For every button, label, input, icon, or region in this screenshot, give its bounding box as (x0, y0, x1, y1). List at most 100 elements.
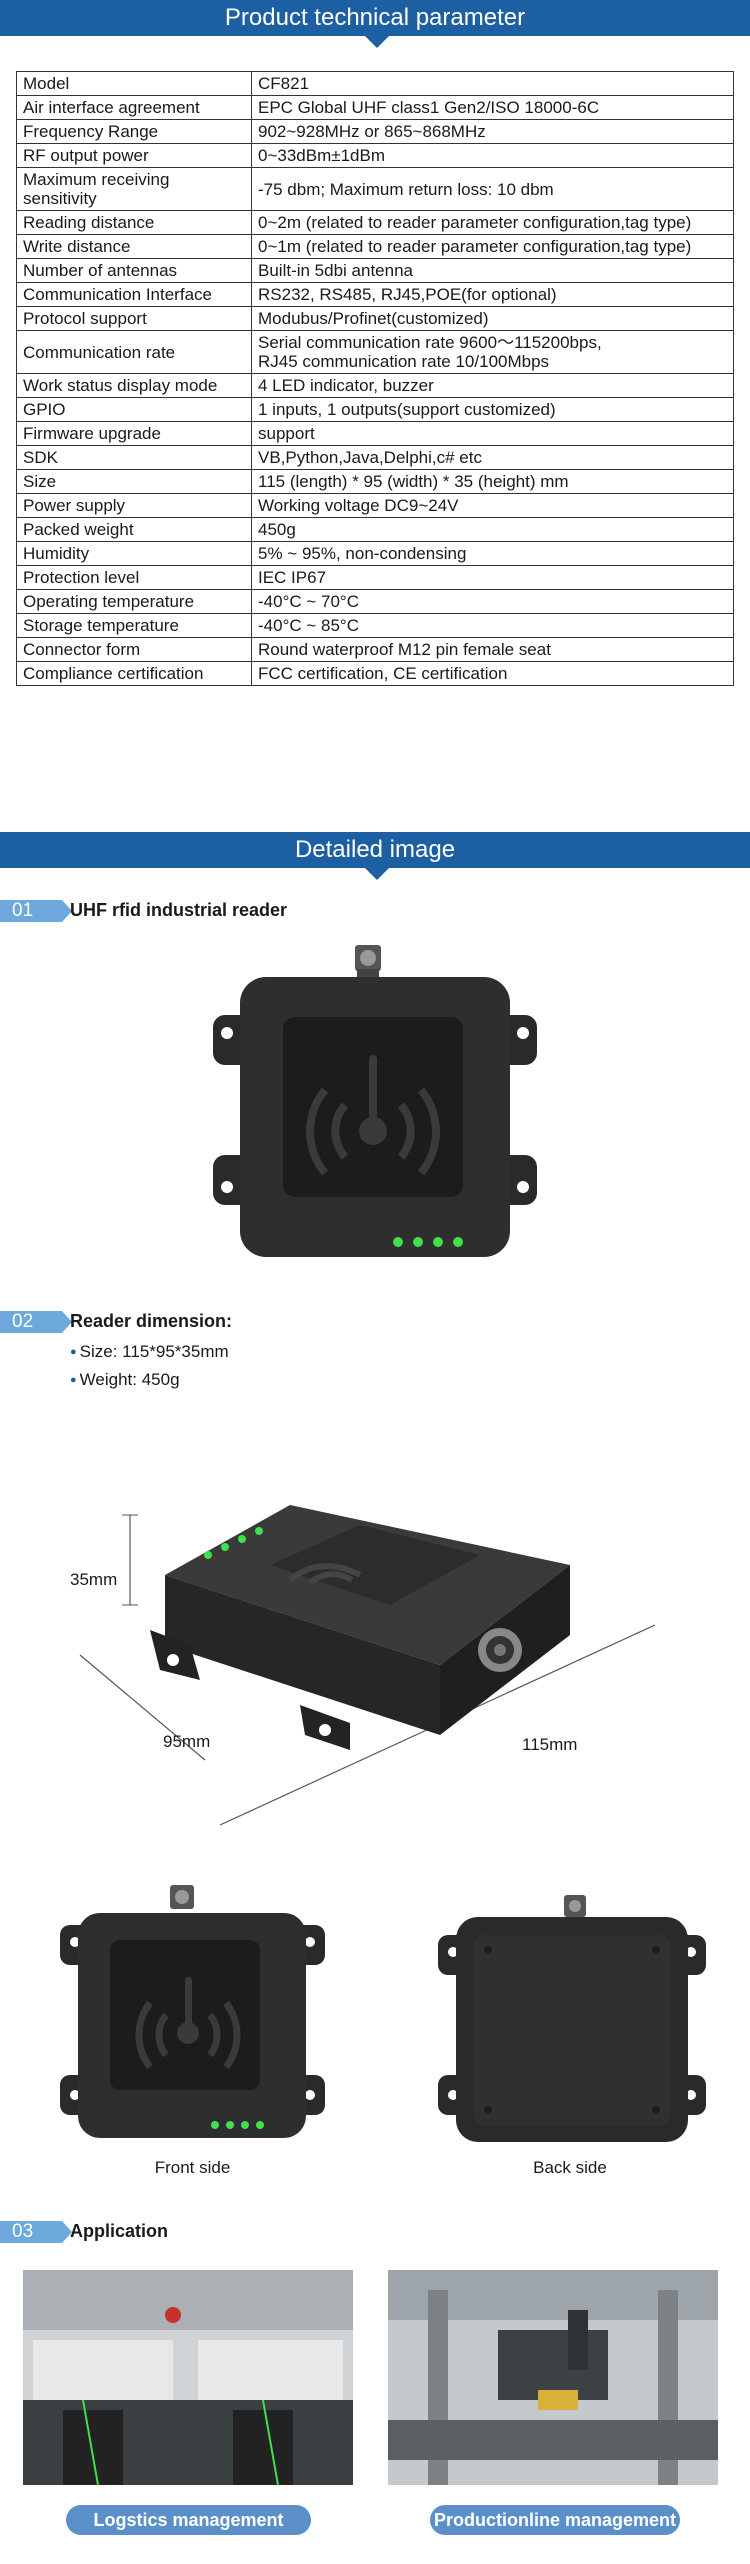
dimension-width: 95mm (163, 1732, 211, 1751)
spec-key: Maximum receiving sensitivity (16, 167, 252, 211)
app-label-productionline-text: Productionline management (433, 2510, 677, 2530)
spec-key: Power supply (16, 493, 252, 518)
spec-key: Protection level (16, 565, 252, 590)
spec-value: 0~33dBm±1dBm (251, 143, 734, 168)
spec-value: 5% ~ 95%, non-condensing (251, 541, 734, 566)
spec-value: Working voltage DC9~24V (251, 493, 734, 518)
spec-value: Built-in 5dbi antenna (251, 258, 734, 283)
spec-value: Modubus/Profinet(customized) (251, 306, 734, 331)
spec-value: RS232, RS485, RJ45,POE(for optional) (251, 282, 734, 307)
spec-key: Write distance (16, 234, 252, 259)
productionline-photo (388, 2270, 718, 2485)
spec-value: 450g (251, 517, 734, 542)
reader-hero-image (213, 945, 537, 1257)
spec-key: Reading distance (16, 210, 252, 235)
spec-banner-title: Product technical parameter (224, 4, 526, 31)
section-number-01: 01 (0, 900, 72, 922)
spec-value: IEC IP67 (251, 565, 734, 590)
spec-key: Connector form (16, 637, 252, 662)
spec-key: Communication rate (16, 330, 252, 374)
spec-key: SDK (16, 445, 252, 470)
spec-key: Storage temperature (16, 613, 252, 638)
spec-key: Work status display mode (16, 373, 252, 398)
spec-key: Packed weight (16, 517, 252, 542)
spec-key: Number of antennas (16, 258, 252, 283)
spec-key: Operating temperature (16, 589, 252, 614)
section-title-dimension: Reader dimension: (70, 1311, 233, 1331)
reader-dimension-image (79, 1505, 656, 1826)
reader-back-image (438, 1895, 706, 2142)
spec-key: RF output power (16, 143, 252, 168)
spec-value: CF821 (251, 71, 734, 96)
spec-value: Serial communication rate 9600～115200bps… (251, 330, 734, 374)
spec-key: Frequency Range (16, 119, 252, 144)
bullet-weight: Weight: 450g (70, 1370, 180, 1390)
spec-value: FCC certification, CE certification (251, 661, 734, 686)
spec-value: -40°C ~ 85°C (251, 613, 734, 638)
spec-value: 0~1m (related to reader parameter config… (251, 234, 734, 259)
dimension-length: 115mm (522, 1735, 578, 1754)
detail-banner: Detailed image (0, 832, 750, 880)
spec-value: 115 (length) * 95 (width) * 35 (height) … (251, 469, 734, 494)
spec-value: 0~2m (related to reader parameter config… (251, 210, 734, 235)
dimension-height: 35mm (70, 1570, 118, 1589)
spec-key: Compliance certification (16, 661, 252, 686)
spec-key: Communication Interface (16, 282, 252, 307)
spec-value: support (251, 421, 734, 446)
spec-value: VB,Python,Java,Delphi,c# etc (251, 445, 734, 470)
spec-key: Humidity (16, 541, 252, 566)
reader-front-image (60, 1885, 325, 2138)
app-label-logistics-text: Logstics management (93, 2510, 284, 2530)
spec-value: 1 inputs, 1 outputs(support customized) (251, 397, 734, 422)
spec-row: Operating temperature-40°C ~ 70°C (16, 589, 734, 614)
section-title-application: Application (70, 2221, 168, 2241)
spec-value: EPC Global UHF class1 Gen2/ISO 18000-6C (251, 95, 734, 120)
caption-back: Back side (533, 2158, 607, 2177)
spec-row: Storage temperature-40°C ~ 85°C (16, 613, 734, 638)
logistics-photo (23, 2270, 353, 2485)
spec-row: Maximum receiving sensitivity-75 dbm; Ma… (16, 167, 734, 211)
spec-value: 4 LED indicator, buzzer (251, 373, 734, 398)
section-number-02: 02 (0, 1311, 72, 1333)
section-number-03: 03 (0, 2221, 72, 2243)
detail-banner-title: Detailed image (294, 836, 456, 863)
caption-front: Front side (154, 2158, 231, 2177)
spec-value: -40°C ~ 70°C (251, 589, 734, 614)
section-title-reader: UHF rfid industrial reader (70, 900, 288, 920)
spec-value: 902~928MHz or 865~868MHz (251, 119, 734, 144)
spec-banner: Product technical parameter (0, 0, 750, 48)
app-label-logistics: Logstics management (66, 2505, 311, 2535)
app-label-productionline: Productionline management (430, 2505, 680, 2535)
spec-key: Firmware upgrade (16, 421, 252, 446)
spec-key: Size (16, 469, 252, 494)
spec-key: Model (16, 71, 252, 96)
spec-value: -75 dbm; Maximum return loss: 10 dbm (251, 167, 734, 211)
spec-key: Air interface agreement (16, 95, 252, 120)
bullet-size: Size: 115*95*35mm (70, 1342, 229, 1362)
spec-value: Round waterproof M12 pin female seat (251, 637, 734, 662)
spec-key: Protocol support (16, 306, 252, 331)
spec-key: GPIO (16, 397, 252, 422)
